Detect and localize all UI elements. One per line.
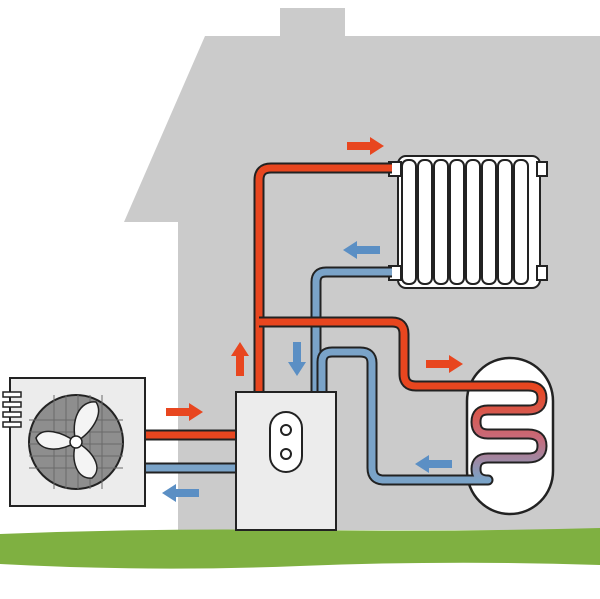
arrow-up-from-unit	[231, 342, 249, 376]
tank-coil	[470, 380, 548, 486]
indoor-unit	[235, 391, 337, 531]
flow-arrows	[162, 137, 463, 502]
radiator	[388, 155, 548, 289]
heat-pump-fan-icon	[2, 377, 146, 507]
arrow-to-radiator	[347, 137, 384, 155]
arrow-to-tank	[426, 355, 463, 373]
radiator-icon	[388, 155, 548, 289]
arrow-down-to-unit	[288, 342, 306, 376]
arrow-outdoor-to-unit	[166, 403, 203, 421]
outdoor-unit	[2, 377, 146, 507]
ground	[0, 528, 600, 569]
arrow-unit-to-outdoor	[162, 484, 199, 502]
hot-pipes	[145, 162, 470, 441]
arrow-from-radiator	[343, 241, 380, 259]
boiler-box-icon	[235, 391, 337, 531]
arrow-from-tank	[415, 455, 452, 473]
pipes	[145, 162, 548, 486]
cold-pipes	[145, 266, 470, 486]
